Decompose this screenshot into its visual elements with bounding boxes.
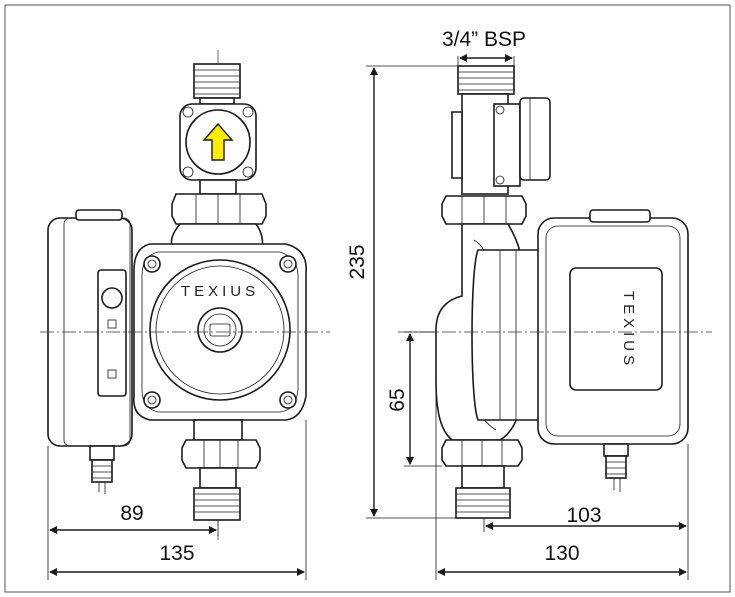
switch-icon	[107, 369, 117, 379]
drawing-frame	[4, 4, 731, 593]
side-pump-casing	[435, 223, 541, 441]
side-view: TEXIUS	[346, 28, 712, 580]
dimension-65: 65	[386, 331, 442, 467]
flow-arrow-icon	[202, 122, 234, 161]
dimension-103: 103	[483, 444, 689, 580]
dimension-135: 135	[49, 420, 307, 580]
dim-135-label: 135	[159, 542, 194, 565]
front-terminal-box	[47, 209, 133, 447]
dim-89-label: 89	[120, 502, 143, 525]
dimension-89: 89	[47, 446, 219, 580]
side-check-valve	[451, 93, 551, 195]
front-bottom-fitting	[193, 467, 241, 521]
side-motor-box: TEXIUS	[537, 209, 689, 445]
dimension-thread: 3/4” BSP	[442, 28, 526, 66]
dimension-130: 130	[435, 380, 687, 580]
dim-thread-label: 3/4” BSP	[442, 28, 526, 51]
switch-icon	[107, 319, 117, 329]
brand-label-side: TEXIUS	[620, 291, 637, 369]
front-view: TEXIUS 89	[40, 50, 330, 580]
side-lower-nut	[441, 439, 523, 467]
side-upper-nut	[441, 195, 527, 225]
dimension-235: 235	[346, 65, 458, 519]
dim-130-label: 130	[544, 542, 579, 565]
dim-65-label: 65	[386, 388, 409, 411]
front-top-fitting	[193, 63, 241, 105]
indicator-light-icon	[101, 287, 123, 309]
front-check-valve	[179, 103, 257, 181]
dim-235-label: 235	[346, 244, 369, 279]
front-neck	[199, 179, 237, 195]
side-cable-gland	[603, 443, 629, 492]
dim-103-label: 103	[566, 504, 601, 527]
front-upper-nut	[171, 193, 267, 225]
brand-label-front: TEXIUS	[181, 283, 259, 300]
side-top-fitting	[457, 65, 515, 95]
front-cable-gland	[89, 445, 115, 494]
side-bottom-fitting	[455, 465, 511, 519]
front-lower-nut	[181, 419, 261, 469]
